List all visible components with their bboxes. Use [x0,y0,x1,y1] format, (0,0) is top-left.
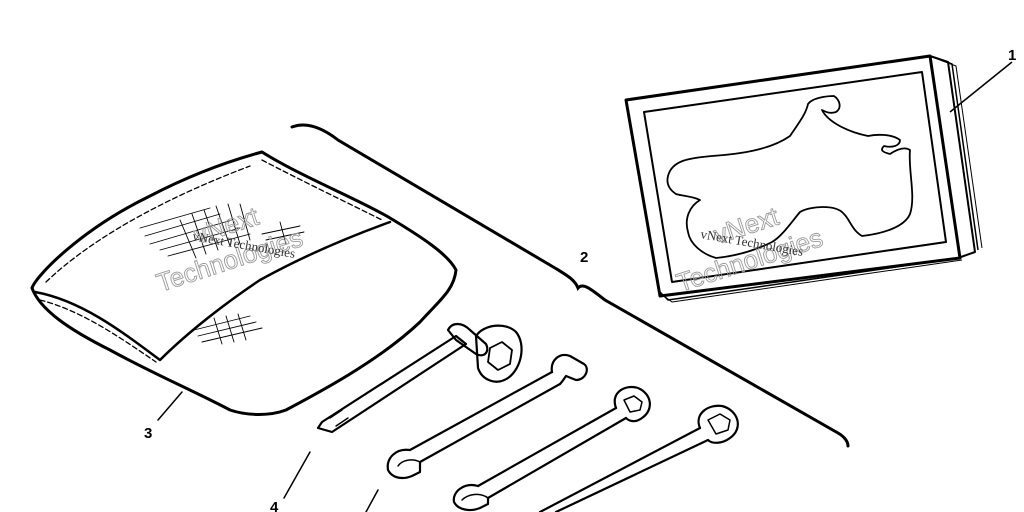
combination-wrench-a [365,353,588,512]
motorcycle-silhouette-icon [666,95,914,259]
callout-2: 2 [580,249,588,266]
combination-wrench-b [452,385,651,512]
callout-4: 4 [270,499,279,512]
combination-wrench-c [538,404,739,512]
callout-1: 1 [1008,47,1016,64]
tool-bag [30,150,458,421]
socket-wrench [283,322,523,499]
callout-3: 3 [144,425,152,442]
owners-manual [624,54,1013,303]
tool-kit-bracket [290,123,850,448]
